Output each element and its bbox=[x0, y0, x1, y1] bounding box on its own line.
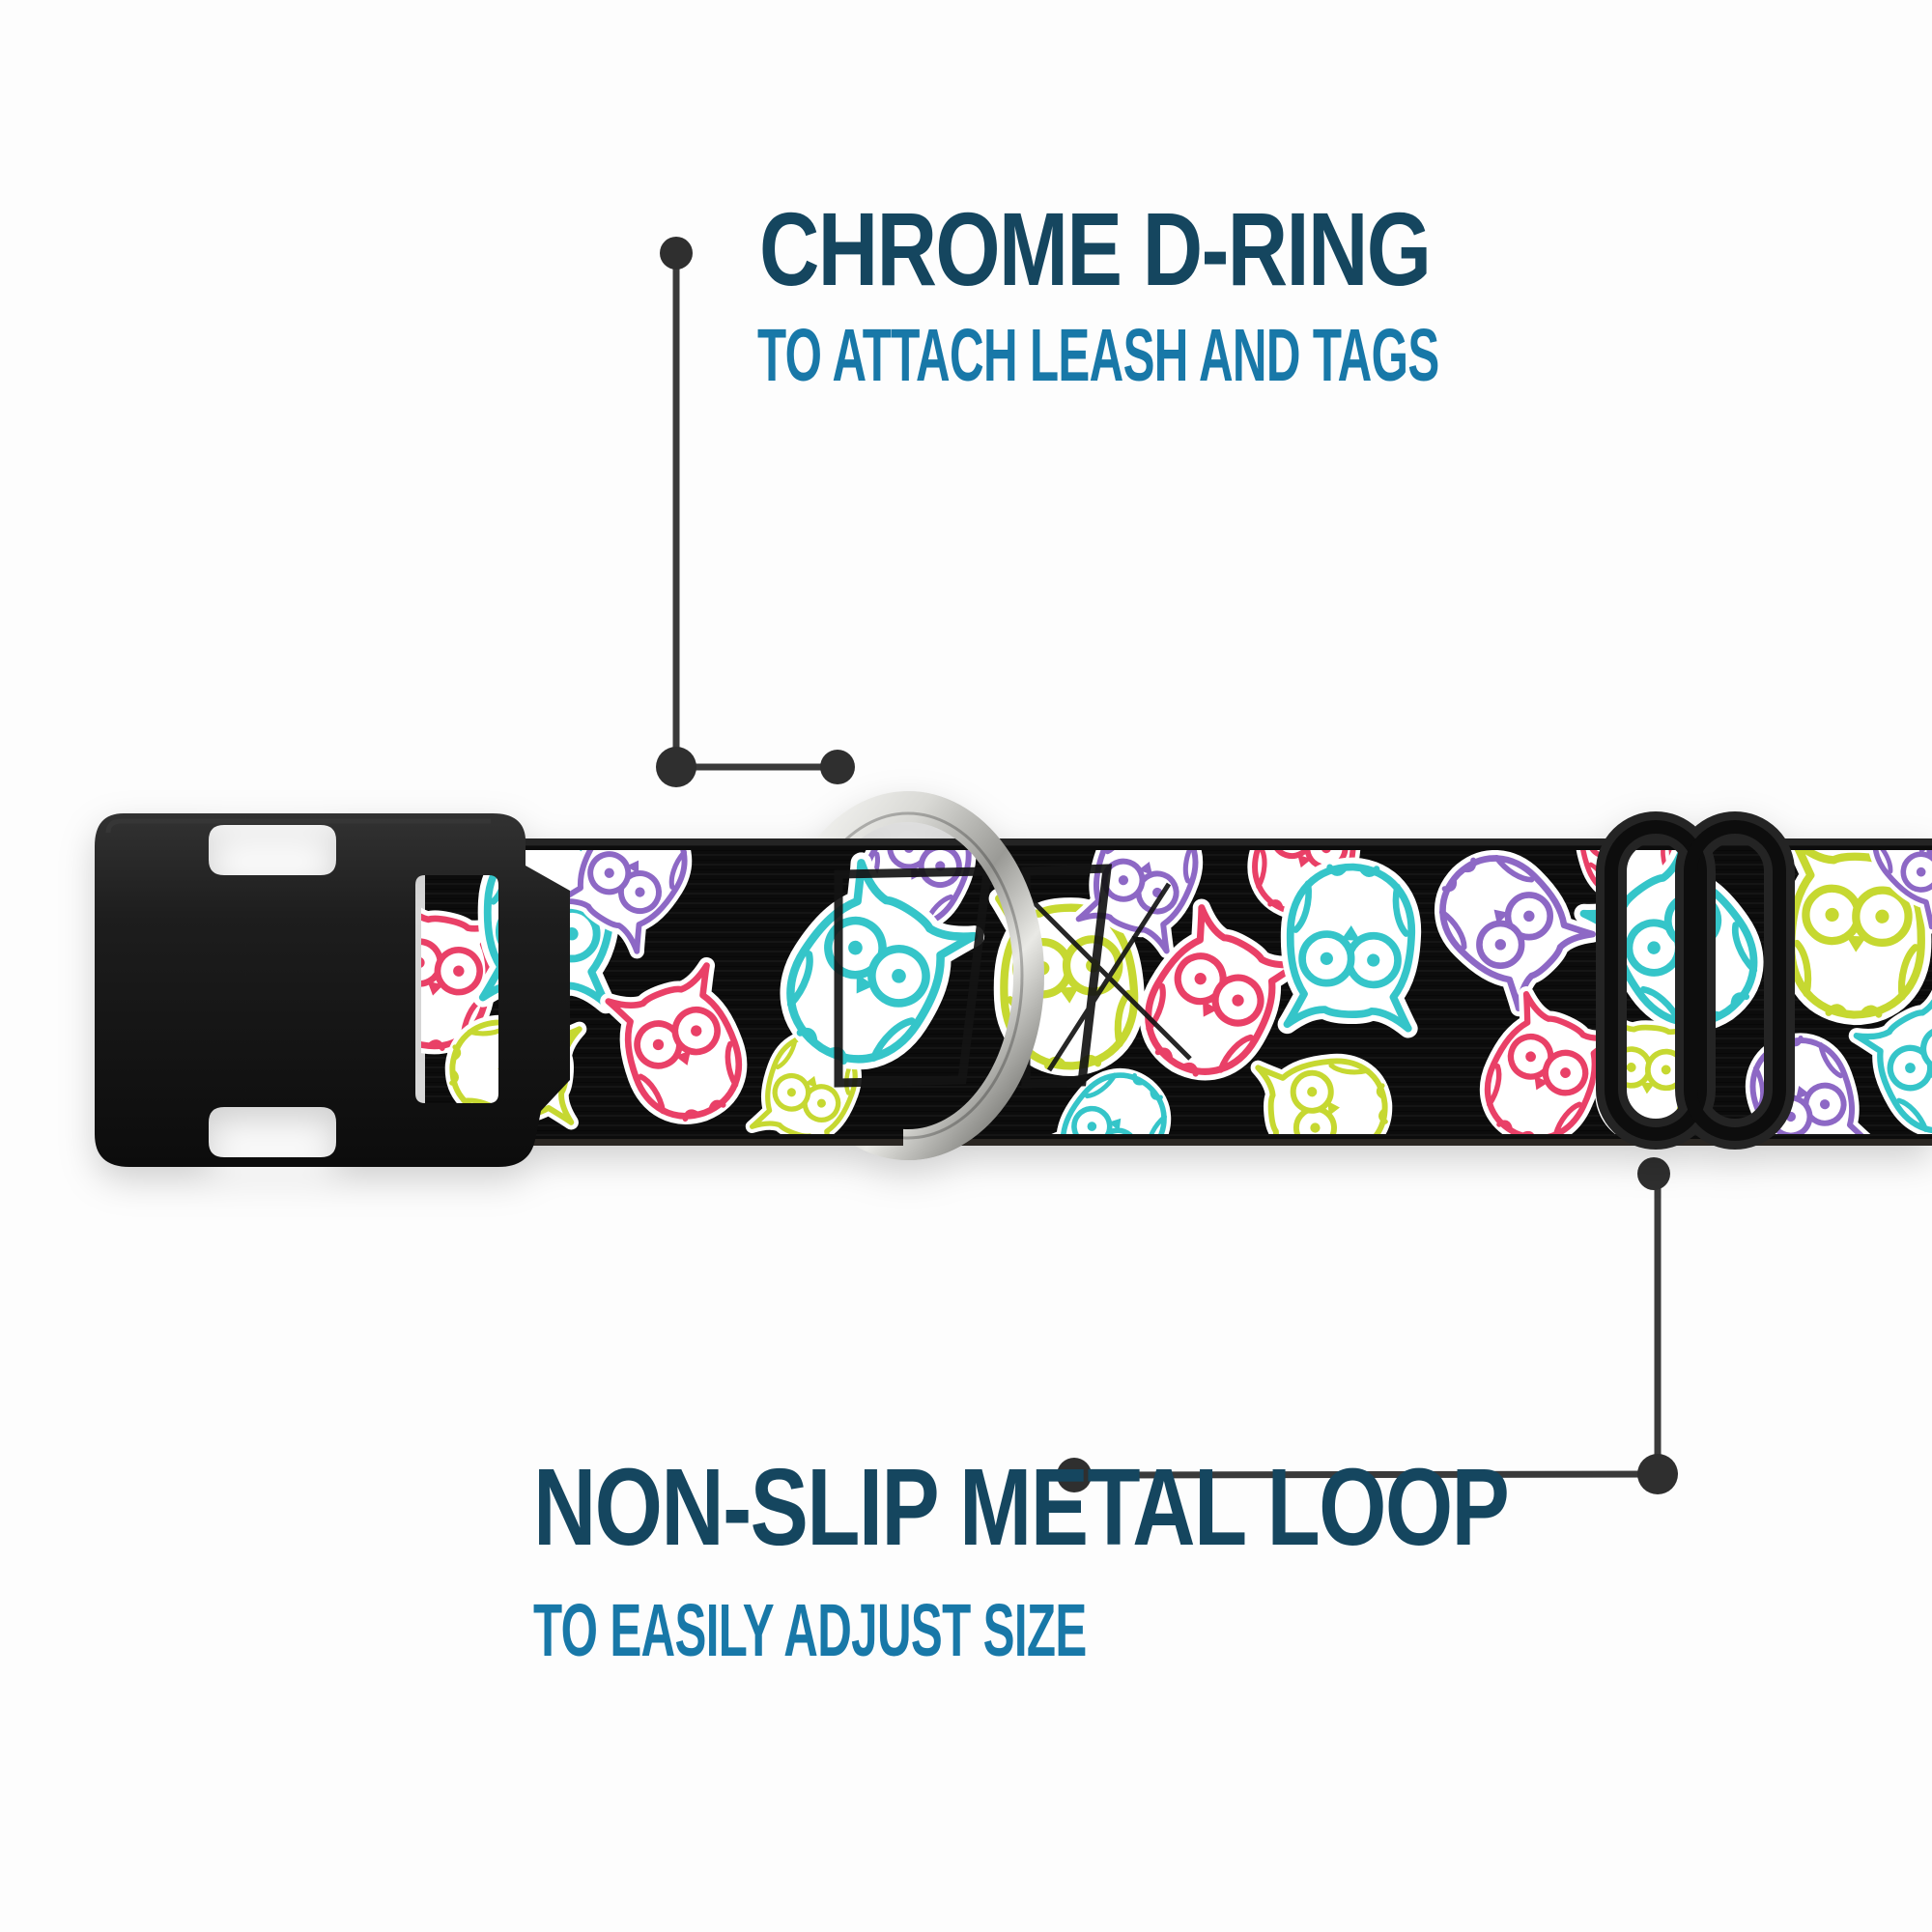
metal-loop-subtitle: TO EASILY ADJUST SIZE bbox=[533, 1594, 1398, 1668]
callout-line-metal-loop bbox=[1057, 1157, 1678, 1494]
callout-dot bbox=[660, 237, 693, 270]
d-ring-subtitle: TO ATTACH LEASH AND TAGS bbox=[757, 319, 1822, 393]
metal-loop-subtitle-text: TO EASILY ADJUST SIZE bbox=[533, 1589, 1087, 1672]
d-ring-front bbox=[903, 791, 1044, 1160]
metal-loop-icon bbox=[1596, 811, 1795, 1150]
webbing-top-edge bbox=[425, 838, 1932, 845]
callout-dot bbox=[656, 747, 696, 787]
metal-loop-title: NON-SLIP METAL LOOP bbox=[533, 1453, 1752, 1562]
d-ring-subtitle-text: TO ATTACH LEASH AND TAGS bbox=[757, 314, 1439, 397]
callout-line-d-ring bbox=[656, 237, 855, 787]
d-ring-title: CHROME D-RING bbox=[759, 197, 1598, 301]
buckle-icon bbox=[95, 813, 570, 1167]
callout-dot bbox=[1637, 1454, 1678, 1494]
webbing-bottom-edge bbox=[425, 1139, 1932, 1146]
collar-product bbox=[95, 791, 1932, 1167]
callout-dot bbox=[1637, 1157, 1670, 1190]
buckle-highlight bbox=[105, 818, 491, 834]
callout-dot bbox=[820, 750, 855, 784]
stitching bbox=[834, 864, 1192, 1089]
d-ring-title-text: CHROME D-RING bbox=[759, 190, 1432, 307]
owl-cyan bbox=[1287, 865, 1413, 1028]
callout-dot bbox=[1057, 1458, 1092, 1492]
metal-loop-title-text: NON-SLIP METAL LOOP bbox=[533, 1446, 1510, 1568]
